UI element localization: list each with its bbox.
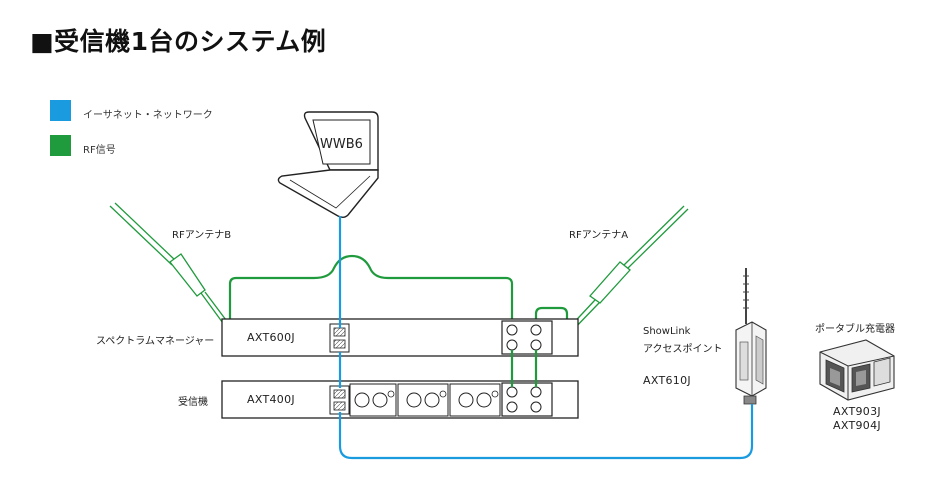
- showlink-model: AXT610J: [643, 374, 691, 387]
- antenna-b-label: RFアンテナB: [172, 230, 232, 241]
- spectrum-manager-unit: [221, 318, 579, 357]
- legend-swatch-rf: [50, 135, 71, 156]
- portable-charger-icon: [819, 339, 895, 401]
- laptop-label: WWB6: [320, 137, 363, 152]
- legend-label-rf: RF信号: [83, 145, 116, 156]
- charger-label: ポータブル充電器: [815, 324, 895, 335]
- receiver-unit: [221, 380, 579, 419]
- charger-model-line1: AXT903J: [833, 405, 881, 418]
- spectrum-manager-model: AXT600J: [247, 331, 295, 344]
- receiver-label: 受信機: [178, 397, 208, 408]
- receiver-model: AXT400J: [247, 393, 295, 406]
- showlink-label-line1: ShowLink: [643, 326, 691, 337]
- legend-swatch-ethernet: [50, 100, 71, 121]
- antenna-a-icon: [566, 205, 689, 333]
- legend-label-ethernet: イーサネット・ネットワーク: [83, 110, 213, 121]
- spectrum-manager-label: スペクトラムマネージャー: [96, 336, 215, 347]
- antenna-a-label: RFアンテナA: [569, 230, 629, 241]
- showlink-access-point-icon: [735, 268, 767, 405]
- page-title: ■受信機1台のシステム例: [30, 27, 327, 56]
- laptop-icon: [277, 111, 379, 218]
- antenna-b-icon: [109, 202, 233, 331]
- showlink-label-line2: アクセスポイント: [643, 344, 723, 355]
- charger-model-line2: AXT904J: [833, 419, 881, 432]
